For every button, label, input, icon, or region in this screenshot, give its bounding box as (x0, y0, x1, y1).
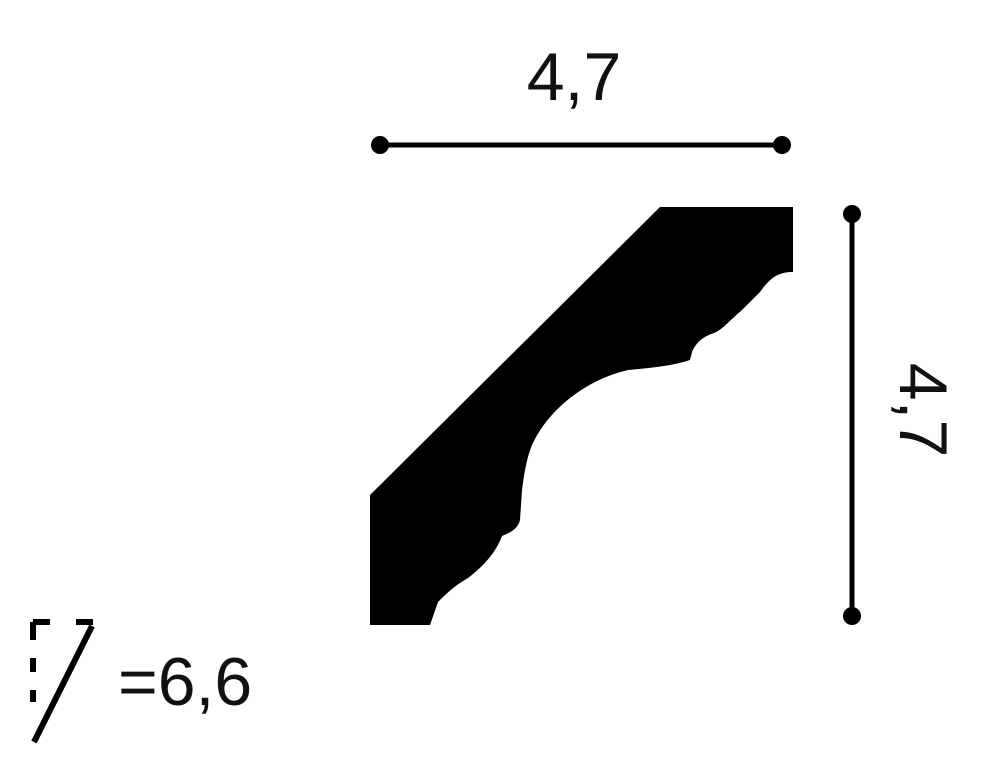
height-dimension: 4,7 (843, 205, 961, 625)
diagonal-measure: =6,6 (30, 619, 252, 744)
width-dimension: 4,7 (371, 39, 791, 154)
cornice-profile-shape (370, 207, 793, 625)
height-dimension-end-top (843, 205, 861, 223)
width-dimension-end-left (371, 136, 389, 154)
height-dimension-end-bottom (843, 607, 861, 625)
diagonal-label: =6,6 (118, 644, 252, 720)
diagonal-measure-icon (30, 619, 95, 744)
height-label: 4,7 (885, 363, 961, 458)
width-dimension-end-right (773, 136, 791, 154)
width-label: 4,7 (527, 39, 622, 115)
